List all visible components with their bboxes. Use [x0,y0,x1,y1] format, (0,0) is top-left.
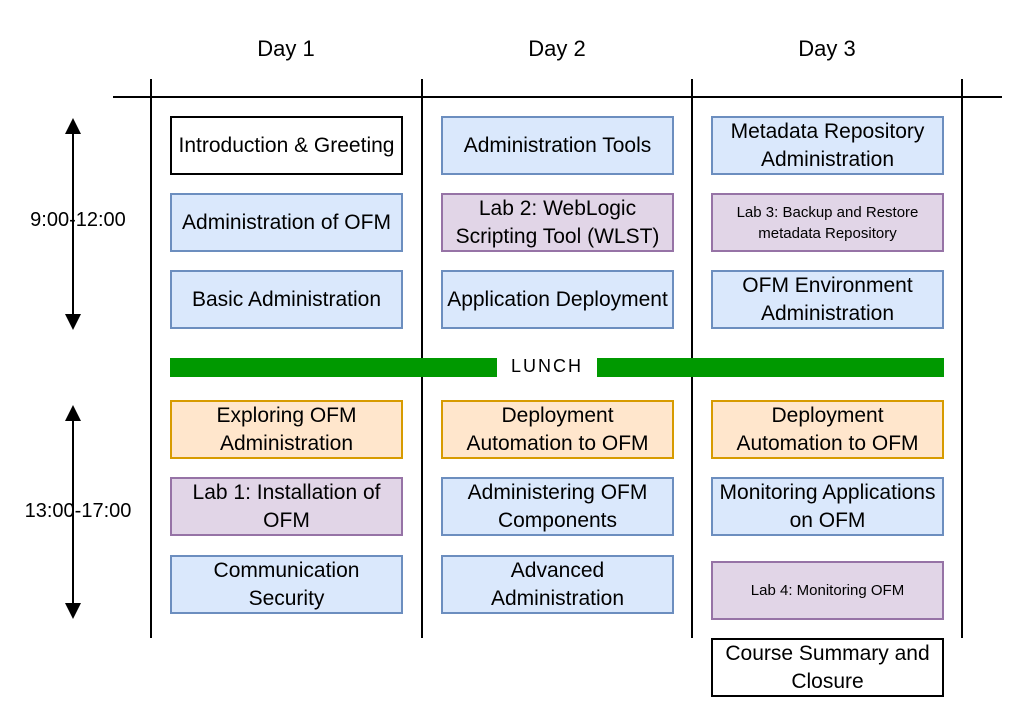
session-exploring-ofm-administration: Exploring OFM Administration [170,400,403,459]
session-label: Deployment Automation to OFM [736,403,919,455]
session-lab-1-installation: Lab 1: Installation of OFM [170,477,403,536]
session-metadata-repository-administration: Metadata Repository Administration [711,116,944,175]
session-label: Basic Administration [191,287,382,311]
day-2-header: Day 2 [528,36,586,61]
afternoon-arrow-line [72,417,74,607]
session-label: Introduction & Greeting [178,133,395,157]
session-administration-tools: Administration Tools [441,116,674,175]
session-monitoring-applications: Monitoring Applications on OFM [711,477,944,536]
afternoon-arrow-up-icon [65,405,81,421]
session-course-summary-closure: Course Summary and Closure [711,638,944,697]
session-deployment-automation: Deployment Automation to OFM [711,400,944,459]
afternoon-time-label: 13:00-17:00 [24,500,132,522]
session-basic-administration: Basic Administration [170,270,403,329]
session-label: Deployment Automation to OFM [466,403,649,455]
session-label: Administration of OFM [182,210,391,234]
session-ofm-environment-administration: OFM Environment Administration [711,270,944,329]
header-divider-line [113,96,1002,98]
session-label: Metadata Repository Administration [730,119,925,171]
column-divider-1 [150,79,152,638]
morning-arrow-line [72,130,74,318]
afternoon-arrow-down-icon [65,603,81,619]
session-administration-of-ofm: Administration of OFM [170,193,403,252]
session-label: Lab 3: Backup and Restore metadata Repos… [736,203,919,242]
session-label: Administration Tools [463,133,652,157]
session-label: OFM Environment Administration [742,273,913,325]
session-introduction-greeting: Introduction & Greeting [170,116,403,175]
lunch-bar-left [170,358,500,377]
session-label: Administering OFM Components [467,480,648,532]
session-advanced-administration: Advanced Administration [441,555,674,614]
morning-arrow-up-icon [65,118,81,134]
session-lab-3-backup-restore: Lab 3: Backup and Restore metadata Repos… [711,193,944,252]
session-label: Monitoring Applications on OFM [719,480,936,532]
lunch-label: LUNCH [497,354,597,378]
session-label: Advanced Administration [490,558,625,610]
lunch-bar-right [595,358,944,377]
day-3-header: Day 3 [798,36,856,61]
session-deployment-automation: Deployment Automation to OFM [441,400,674,459]
session-label: Exploring OFM Administration [216,403,357,455]
session-lab-4-monitoring: Lab 4: Monitoring OFM [711,561,944,620]
session-label: Application Deployment [447,287,668,311]
session-communication-security: Communication Security [170,555,403,614]
day-1-header: Day 1 [257,36,315,61]
session-label: Lab 4: Monitoring OFM [750,582,905,599]
session-label: Course Summary and Closure [725,641,930,693]
session-administering-ofm-components: Administering OFM Components [441,477,674,536]
morning-time-label: 9:00-12:00 [30,209,126,231]
session-label: Lab 2: WebLogic Scripting Tool (WLST) [455,196,660,248]
session-lab-2-wlst: Lab 2: WebLogic Scripting Tool (WLST) [441,193,674,252]
morning-arrow-down-icon [65,314,81,330]
column-divider-4 [961,79,963,638]
session-application-deployment: Application Deployment [441,270,674,329]
session-label: Communication Security [213,558,360,610]
session-label: Lab 1: Installation of OFM [192,480,381,532]
